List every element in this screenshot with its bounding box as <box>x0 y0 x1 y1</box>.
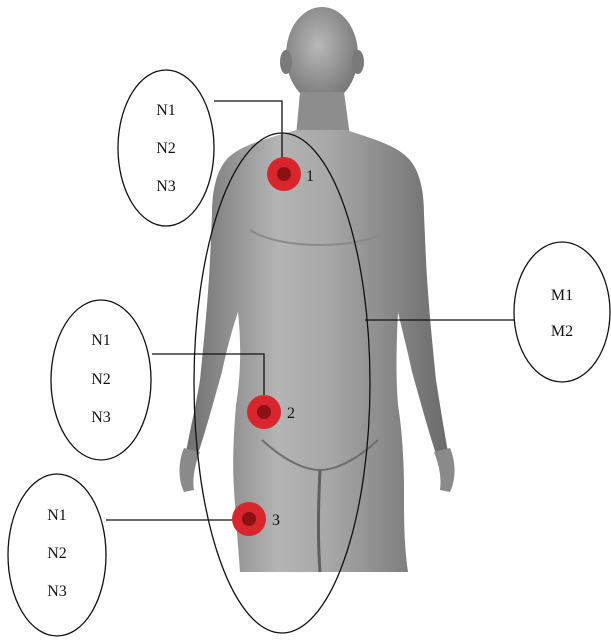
node-label: N3 <box>91 409 111 426</box>
node-label: N3 <box>156 178 176 195</box>
node-label: N3 <box>47 583 67 600</box>
head <box>286 7 358 103</box>
node-label: N2 <box>47 545 67 562</box>
node-bubble-1: N1 N2 N3 <box>118 70 214 226</box>
torso <box>186 130 448 572</box>
module-label: M1 <box>551 287 573 304</box>
module-bubble: M1 M2 <box>514 242 610 382</box>
node-label: N2 <box>91 371 111 388</box>
hand-left <box>180 448 201 492</box>
leg-gap <box>319 470 321 572</box>
human-figure <box>180 7 455 572</box>
node-label: N1 <box>91 332 111 349</box>
sensor-number-2: 2 <box>287 405 295 422</box>
node-bubble-2: N1 N2 N3 <box>51 300 151 460</box>
ear-right <box>352 50 364 74</box>
ear-left <box>280 50 292 74</box>
node-label: N2 <box>156 140 176 157</box>
sensor-number-1: 1 <box>306 168 314 185</box>
module-label: M2 <box>551 323 573 340</box>
node-label: N1 <box>156 102 176 119</box>
node-label: N1 <box>47 507 67 524</box>
hand-right <box>434 448 455 492</box>
sensor-number-3: 3 <box>272 512 280 529</box>
neck <box>296 92 350 136</box>
node-bubble-3: N1 N2 N3 <box>8 474 106 636</box>
